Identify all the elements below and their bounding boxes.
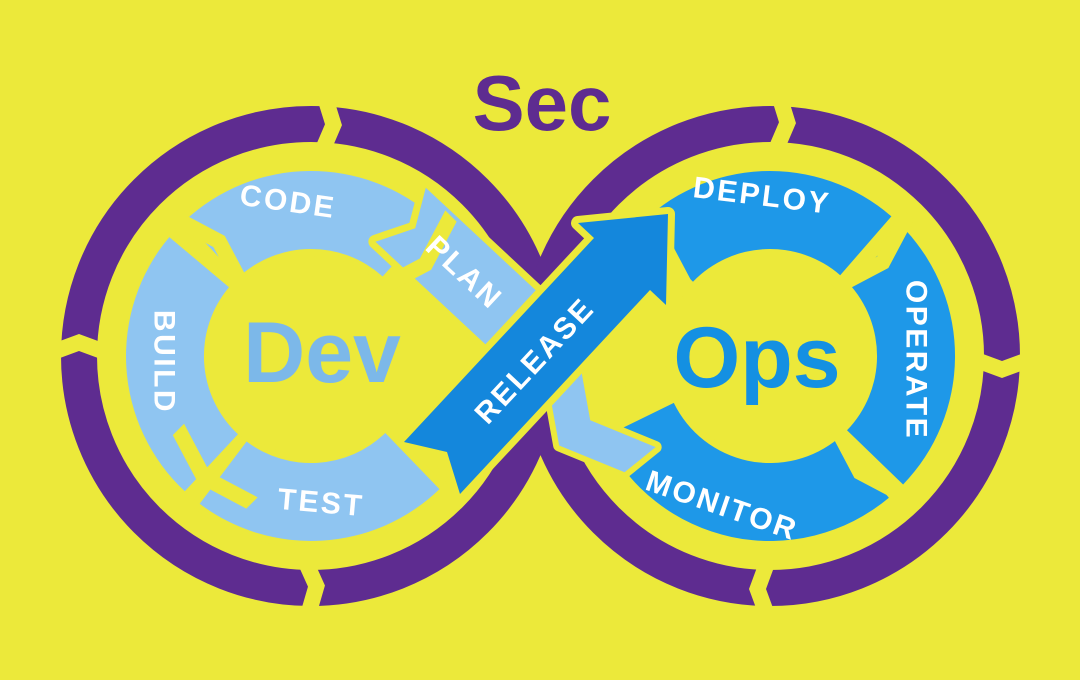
dev-segment-build xyxy=(119,230,245,499)
release-band xyxy=(397,207,675,501)
dev-ring xyxy=(119,164,556,549)
dev-segment-test xyxy=(192,426,447,549)
ops-segment-operate xyxy=(840,222,962,492)
sec-label: Sec xyxy=(473,59,612,147)
dev-label: Dev xyxy=(243,305,401,401)
ops-segment-monitor xyxy=(596,395,896,548)
stage-test: TEST xyxy=(276,483,365,523)
stage-build: BUILD xyxy=(148,310,181,414)
dev-segment-code xyxy=(177,164,442,285)
ops-label: Ops xyxy=(673,310,840,406)
stage-operate: OPERATE xyxy=(900,280,933,440)
dev-segment-plan xyxy=(368,180,556,364)
ops-ring xyxy=(596,164,962,548)
